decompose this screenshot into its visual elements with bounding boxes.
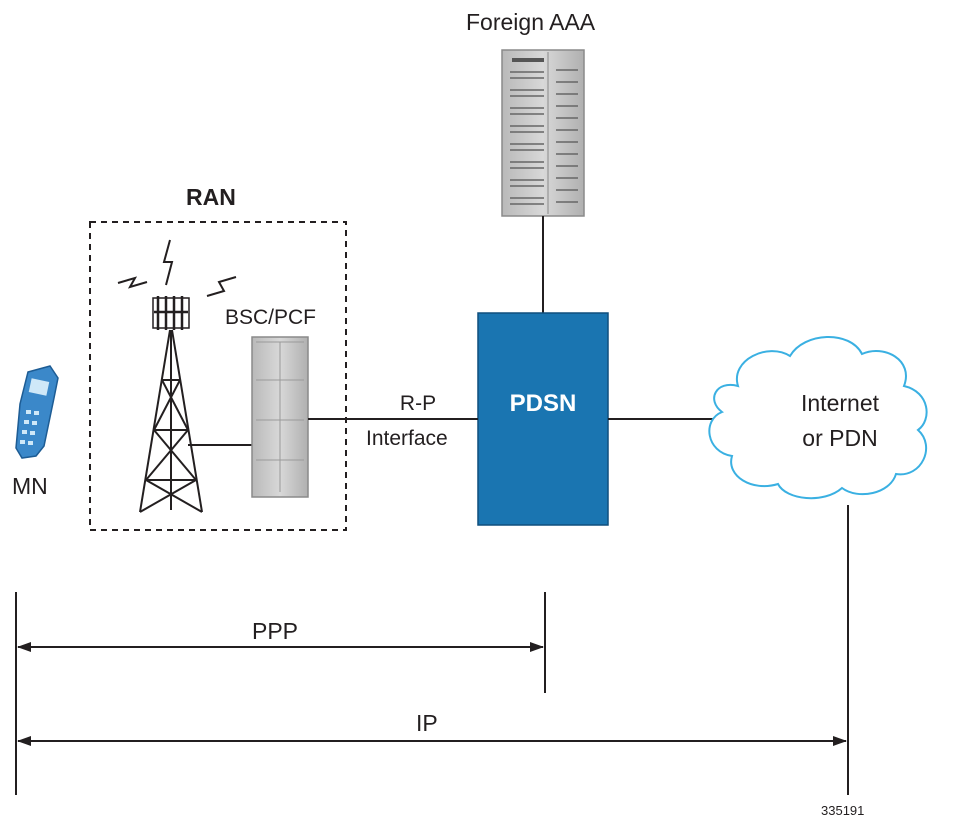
ran-boundary [89,221,347,531]
ppp-label: PPP [252,618,299,644]
ip-label: IP [416,710,438,736]
internet-label-line1: Internet [801,390,879,416]
cloud-icon [708,336,928,500]
rp-label-line1: R-P [399,392,437,415]
bsc-pcf-label: BSC/PCF [225,306,317,329]
mobile-phone-icon [15,365,59,459]
foreign-aaa-label: Foreign AAA [466,9,596,35]
cell-tower-icon [117,239,237,513]
internet-label-line2: or PDN [802,425,878,451]
server-rack-icon [501,49,585,217]
pdsn-box [477,312,609,526]
mn-label: MN [12,473,48,499]
rp-label-line2: Interface [366,427,448,450]
bsc-cabinet-icon [251,336,309,498]
ran-label: RAN [186,184,236,210]
pdsn-label: PDSN [509,390,577,417]
figure-id-label: 335191 [821,803,865,818]
